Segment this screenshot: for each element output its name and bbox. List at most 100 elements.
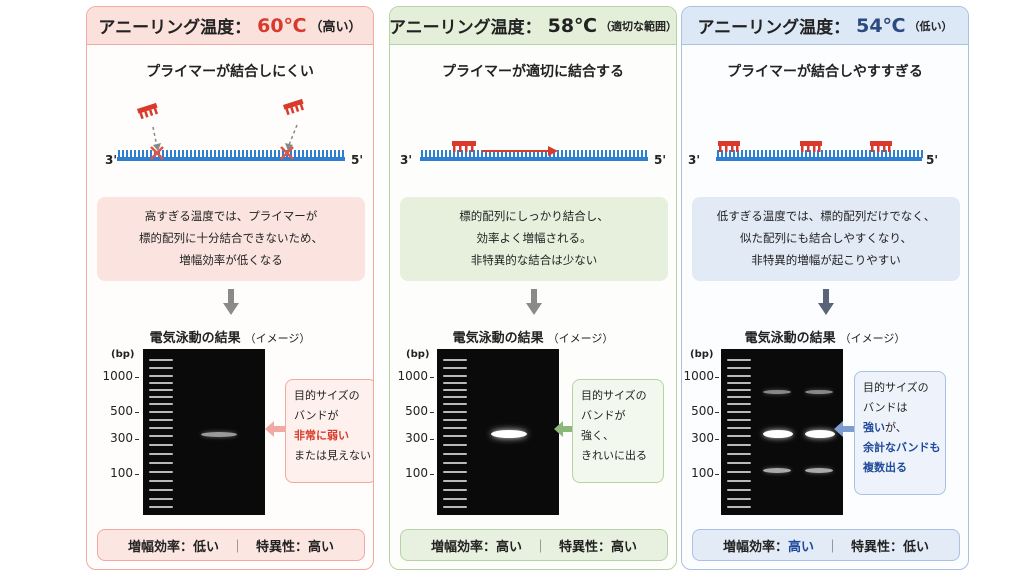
- ladder-band: [443, 389, 467, 391]
- description-box: 高すぎる温度では、プライマーが 標的配列に十分結合できないため、 増幅効率が低く…: [97, 197, 365, 281]
- dna-base-rung: [781, 150, 783, 158]
- ladder-band: [727, 419, 751, 421]
- tick-label-300: 300: [405, 431, 428, 445]
- header-temp: 54℃: [856, 14, 906, 37]
- dna-base-rung: [773, 150, 775, 158]
- dna-base-rung: [318, 150, 320, 158]
- dna-base-rung: [150, 150, 152, 158]
- ladder-band: [149, 375, 173, 377]
- dna-base-rung: [809, 150, 811, 158]
- ladder-band: [727, 435, 751, 437]
- dna-base-rung: [457, 150, 459, 158]
- down-arrow-icon: [818, 289, 834, 315]
- dna-base-rung: [230, 150, 232, 158]
- dna-base-rung: [853, 150, 855, 158]
- dna-base-rung: [246, 150, 248, 158]
- dna-base-rung: [545, 150, 547, 158]
- dna-base-rung: [138, 150, 140, 158]
- description-box: 低すぎる温度では、標的配列だけでなく、 似た配列にも結合しやすくなり、 非特異的…: [692, 197, 960, 281]
- tick-label-500: 500: [405, 404, 428, 418]
- dna-base-rung: [278, 150, 280, 158]
- ladder-band: [149, 506, 173, 508]
- dna-base-rung: [833, 150, 835, 158]
- tick-mark: [135, 412, 139, 413]
- header-title: アニーリング温度：: [389, 18, 542, 38]
- dna-base-rung: [250, 150, 252, 158]
- dna-base-rung: [573, 150, 575, 158]
- callout-highlight: 複数出る: [863, 461, 907, 474]
- panel-optimal-temp: アニーリング温度： 58℃ （適切な範囲） プライマーが適切に結合する 3' 5…: [389, 6, 677, 570]
- gel-image: [143, 349, 265, 515]
- callout-line: バンドが: [581, 409, 626, 422]
- dna-base-rung: [881, 150, 883, 158]
- tick-label-1000: 1000: [397, 369, 428, 383]
- panel-high-temp: アニーリング温度： 60℃ （高い） プライマーが結合しにくい 3' 5': [86, 6, 374, 570]
- dna-base-rung: [889, 150, 891, 158]
- ladder-band: [443, 489, 467, 491]
- dna-base-rung: [338, 150, 340, 158]
- dna-base-rung: [865, 150, 867, 158]
- dna-base-rung: [238, 150, 240, 158]
- dna-base-rung: [182, 150, 184, 158]
- panel-header: アニーリング温度： 54℃ （低い）: [682, 7, 968, 45]
- ladder-band: [149, 435, 173, 437]
- ladder-band: [443, 427, 467, 429]
- ladder-band: [443, 375, 467, 377]
- dna-base-rung: [142, 150, 144, 158]
- dna-base-rung: [625, 150, 627, 158]
- strong-target-band: [805, 430, 835, 438]
- dna-base-rung: [533, 150, 535, 158]
- dna-base-rung: [717, 150, 719, 158]
- dna-base-rung: [785, 150, 787, 158]
- dna-base-rung: [769, 150, 771, 158]
- bp-unit-label: (bp): [690, 349, 714, 360]
- callout-line: きれいに出る: [581, 449, 647, 462]
- dna-base-rung: [174, 150, 176, 158]
- ladder-band: [727, 444, 751, 446]
- ladder-band: [149, 444, 173, 446]
- strand-5-prime-label: 5': [351, 153, 363, 167]
- tick-mark: [430, 474, 434, 475]
- cross-mark-icon: [280, 146, 294, 160]
- dna-diagram: 3' 5': [105, 98, 363, 167]
- dna-base-rung: [597, 150, 599, 158]
- dna-base-rung: [214, 150, 216, 158]
- dna-base-rung: [613, 150, 615, 158]
- gel-title-sub: （イメージ）: [244, 332, 311, 345]
- dna-base-rung: [441, 150, 443, 158]
- dna-base-rung: [873, 150, 875, 158]
- dna-base-rung: [729, 150, 731, 158]
- description-line: 似た配列にも結合しやすくなり、: [740, 231, 912, 245]
- header-title: アニーリング温度：: [697, 18, 851, 38]
- pointer-arrow-icon: [834, 421, 854, 437]
- ladder-band: [727, 480, 751, 482]
- dna-base-rung: [849, 150, 851, 158]
- dna-base-rung: [561, 150, 563, 158]
- footer-separator: ｜: [533, 539, 547, 555]
- ladder-band: [727, 359, 751, 361]
- ladder-band: [149, 480, 173, 482]
- dna-base-rung: [741, 150, 743, 158]
- ladder-band: [727, 498, 751, 500]
- dna-strand: [420, 150, 648, 161]
- ladder-band: [443, 419, 467, 421]
- tick-label-100: 100: [405, 466, 428, 480]
- strand-3-prime-label: 3': [400, 153, 412, 167]
- dna-base-rung: [565, 150, 567, 158]
- header-note: （低い）: [908, 19, 953, 33]
- dna-base-rung: [913, 150, 915, 158]
- dna-base-rung: [765, 150, 767, 158]
- callout-box: 目的サイズの バンドが 強く、 きれいに出る: [572, 379, 664, 483]
- dna-base-rung: [857, 150, 859, 158]
- tick-mark: [430, 377, 434, 378]
- dna-base-rung: [190, 150, 192, 158]
- dna-base-rung: [298, 150, 300, 158]
- ladder-band: [727, 506, 751, 508]
- dna-base-rung: [445, 150, 447, 158]
- bp-unit-label: (bp): [111, 349, 135, 360]
- dna-base-rung: [777, 150, 779, 158]
- ladder-band: [149, 427, 173, 429]
- dna-base-rung: [166, 150, 168, 158]
- dna-base-rung: [529, 150, 531, 158]
- dna-base-rung: [761, 150, 763, 158]
